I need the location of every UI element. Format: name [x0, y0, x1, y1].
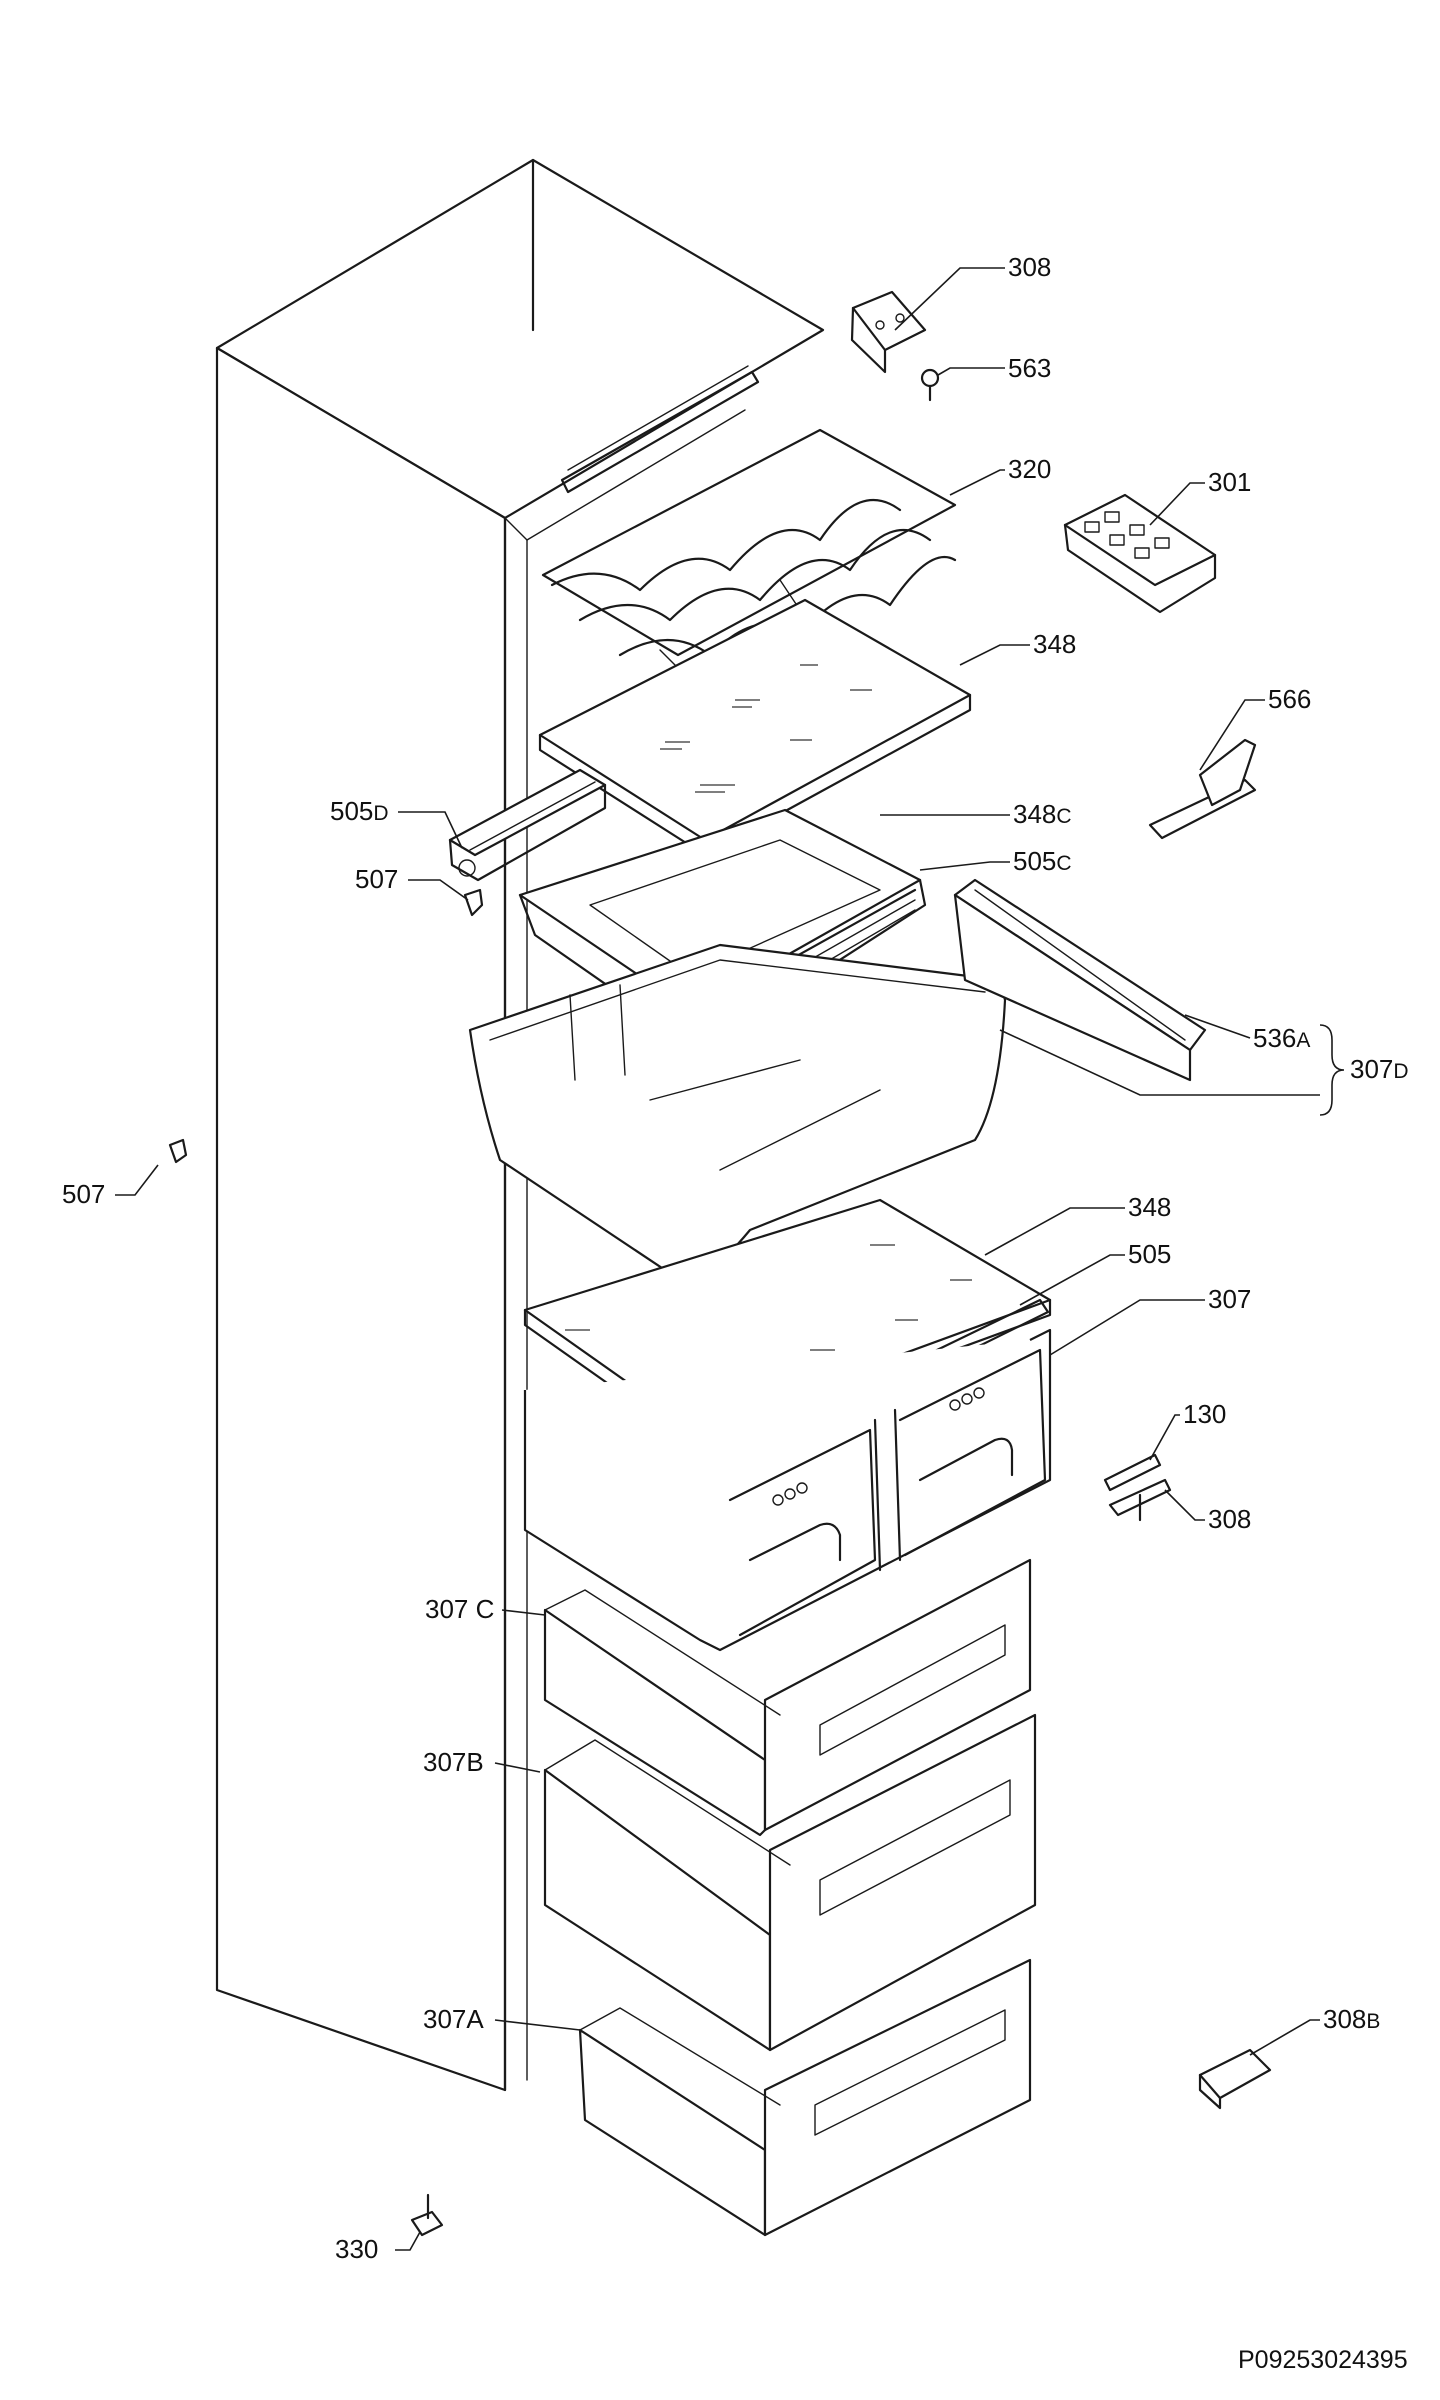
label-563: 563 — [1008, 353, 1051, 383]
glass-shelf-348-top — [538, 598, 972, 857]
label-507-upper: 507 — [355, 864, 398, 894]
bracket-308-top — [850, 290, 927, 374]
label-301: 301 — [1208, 467, 1251, 497]
label-507-lower: 507 — [62, 1179, 105, 1209]
clip-507-lower — [168, 1138, 188, 1164]
flap-536A — [953, 878, 1207, 1082]
label-505D: 505D — [330, 796, 389, 826]
label-307C: 307 C — [425, 1594, 494, 1624]
ice-scraper-566 — [1148, 738, 1257, 840]
label-566: 566 — [1268, 684, 1311, 714]
hinge-308B — [1198, 2048, 1272, 2110]
label-308B: 308B — [1323, 2004, 1380, 2034]
rail-505D — [448, 768, 607, 882]
clip-507-upper — [463, 888, 484, 917]
label-307B: 307B — [423, 1747, 484, 1777]
label-505C: 505C — [1013, 846, 1072, 876]
drawing-code: P09253024395 — [1238, 2346, 1408, 2374]
label-330: 330 — [335, 2234, 378, 2264]
label-348-middle: 348 — [1128, 1192, 1171, 1222]
cabinet-body — [215, 158, 825, 2092]
label-348-top: 348 — [1033, 629, 1076, 659]
label-320: 320 — [1008, 454, 1051, 484]
leader-lines — [115, 267, 1345, 2251]
label-505: 505 — [1128, 1239, 1171, 1269]
label-308-hinge: 308 — [1208, 1504, 1251, 1534]
ice-tray-301 — [1063, 493, 1217, 614]
drawer-307B — [543, 1713, 1037, 2052]
label-348C: 348C — [1013, 799, 1072, 829]
label-536A: 536A — [1253, 1023, 1310, 1053]
drawer-307A — [578, 1958, 1032, 2237]
foot-330 — [410, 2193, 444, 2237]
label-307A: 307A — [423, 2004, 484, 2034]
callout-labels: 308 563 320 301 348 566 505D 348C 505C 5… — [62, 252, 1409, 2264]
label-307: 307 — [1208, 1284, 1251, 1314]
label-308-top: 308 — [1008, 252, 1051, 282]
hinge-130-308 — [1103, 1453, 1172, 1522]
crisper-drawers-307 — [523, 1328, 1052, 1652]
screw-563 — [920, 368, 940, 402]
label-307D: 307D — [1350, 1054, 1409, 1084]
drawer-307C — [543, 1558, 1032, 1837]
label-130: 130 — [1183, 1399, 1226, 1429]
